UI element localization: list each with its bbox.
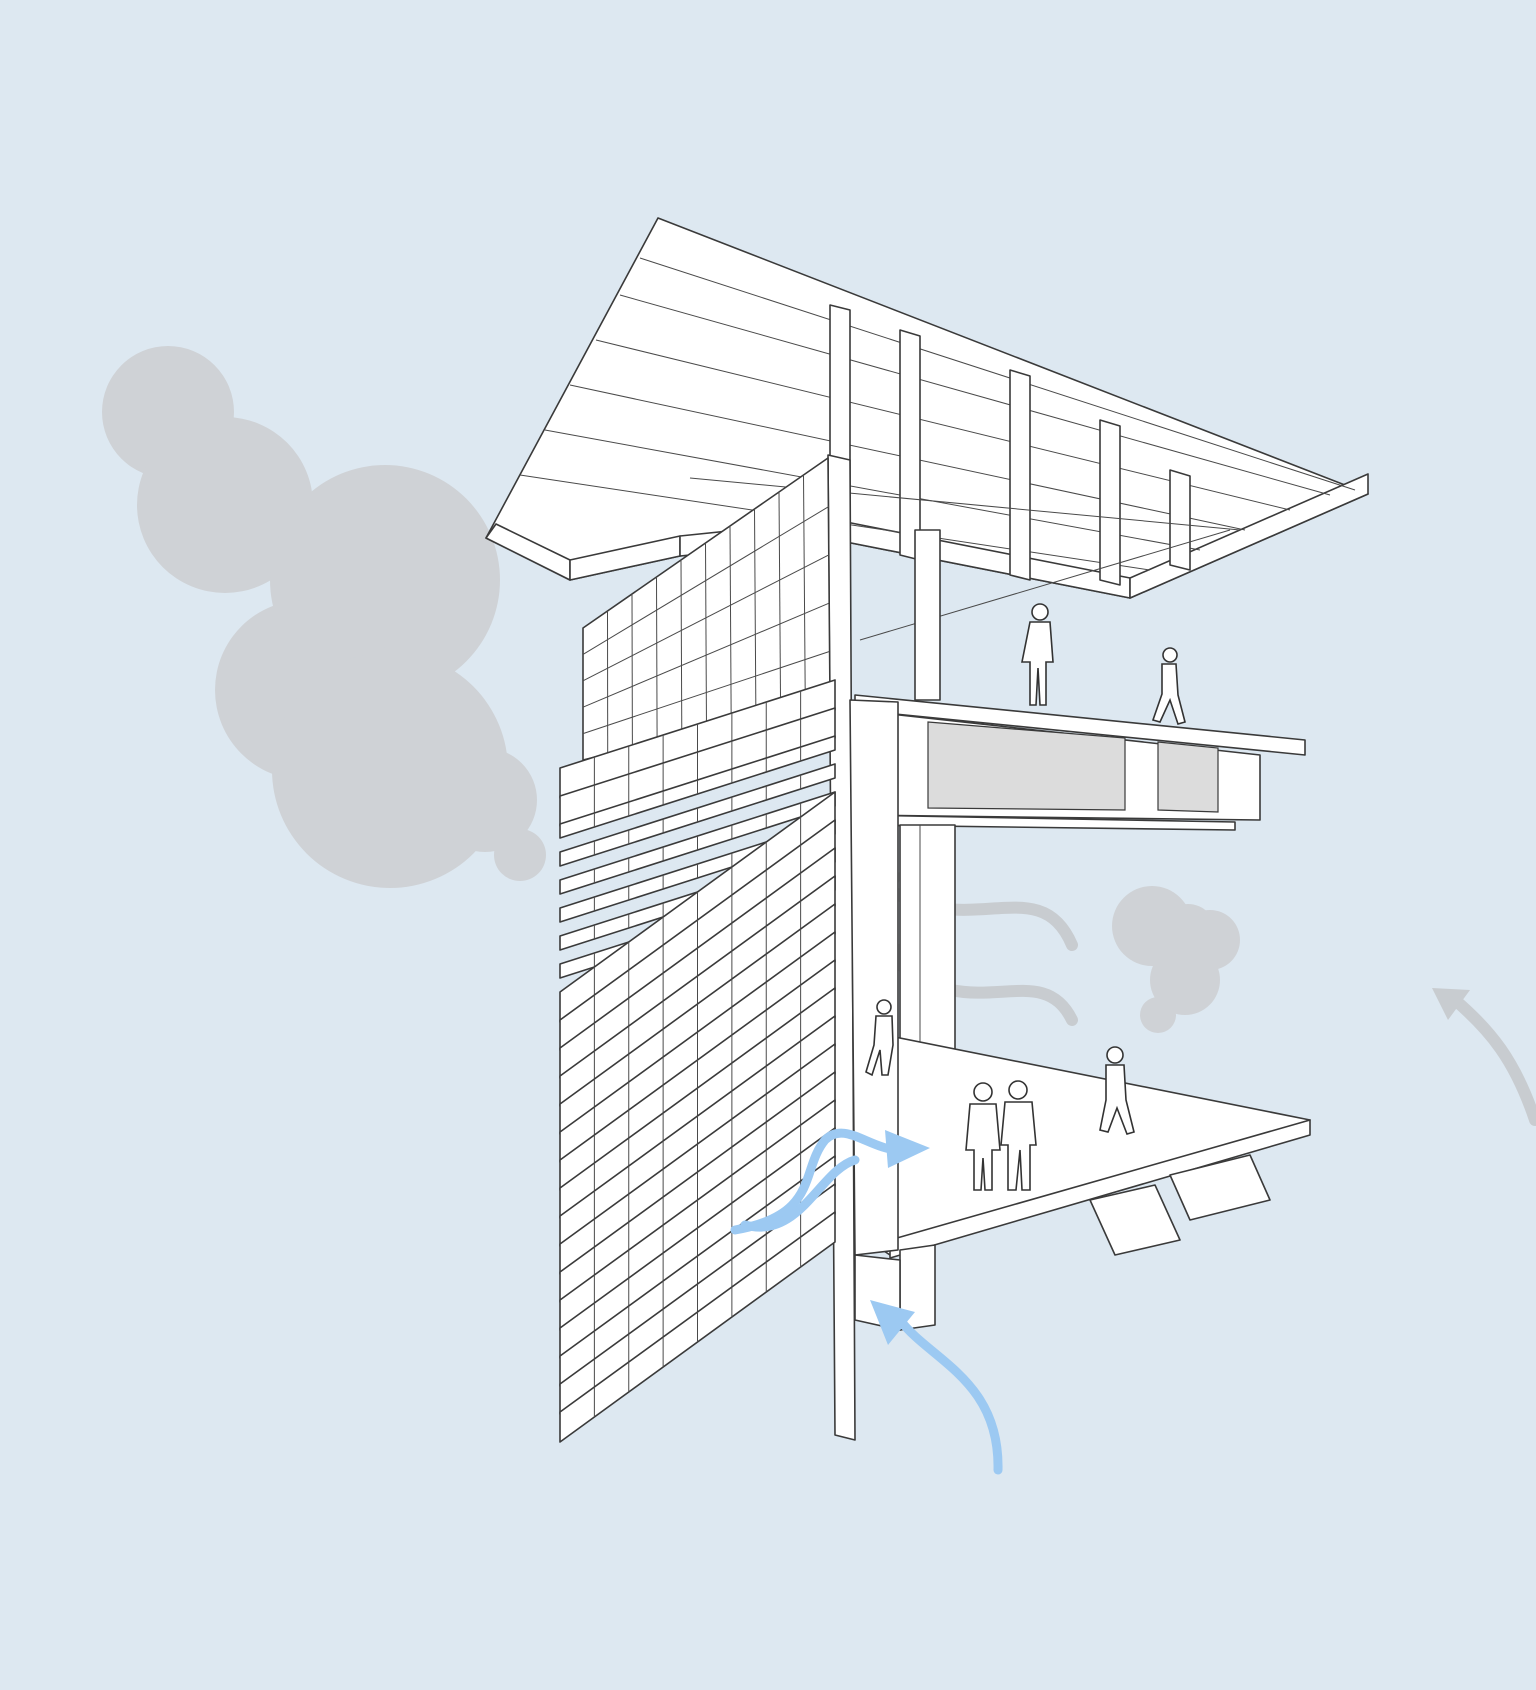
- person-upper-2: [1151, 647, 1186, 725]
- person-lower-2: [965, 1082, 1001, 1191]
- person-lower-3: [1000, 1080, 1037, 1191]
- person-lower-4: [1099, 1046, 1135, 1135]
- smoke-cloud-right: [1112, 886, 1240, 1033]
- person-upper-1: [1021, 603, 1054, 706]
- person-lower-1: [865, 999, 894, 1077]
- upper-column: [914, 529, 941, 701]
- pitched-roof: [485, 217, 1369, 641]
- people-figures: [865, 603, 1186, 1191]
- fresh-air-arrows: [730, 1128, 1003, 1475]
- smoke-cloud-left: [102, 346, 546, 888]
- louvered-facade: [559, 457, 836, 1443]
